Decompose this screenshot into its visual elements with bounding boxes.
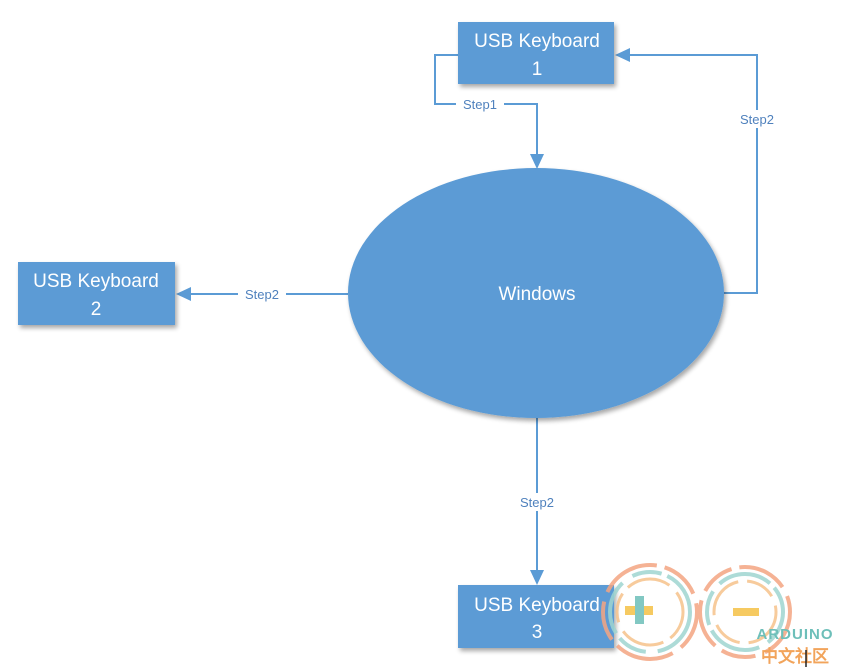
edge-kb1-to-windows: Step1 bbox=[434, 54, 544, 169]
node-usb-keyboard-1 bbox=[458, 22, 614, 84]
edge-windows-to-kb3-arrowhead bbox=[530, 570, 544, 585]
edge-label-step2-right: Step2 bbox=[740, 112, 774, 127]
edge-windows-to-kb3: Step2 bbox=[513, 418, 561, 585]
node-usb-keyboard-3-title: USB Keyboard bbox=[474, 595, 600, 616]
edge-windows-to-kb1-arrowhead bbox=[615, 48, 630, 62]
node-usb-keyboard-2 bbox=[18, 262, 175, 325]
node-usb-keyboard-2-title: USB Keyboard bbox=[33, 271, 159, 292]
edge-label-step2-left: Step2 bbox=[245, 287, 279, 302]
node-windows bbox=[348, 168, 724, 418]
node-usb-keyboard-1-number: 1 bbox=[532, 59, 543, 80]
node-usb-keyboard-2-number: 2 bbox=[91, 299, 102, 320]
edge-kb1-to-windows-arrowhead bbox=[530, 154, 544, 169]
edge-windows-to-kb2-arrowhead bbox=[176, 287, 191, 301]
edge-label-step1: Step1 bbox=[463, 97, 497, 112]
watermark-subtitle: 中文社区 bbox=[761, 646, 829, 666]
edge-kb1-to-windows-line bbox=[434, 54, 538, 156]
node-usb-keyboard-3 bbox=[458, 585, 614, 648]
edge-windows-to-kb1-line bbox=[628, 54, 758, 294]
edge-windows-to-kb1: Step2 bbox=[615, 48, 781, 294]
edge-label-step2-bottom: Step2 bbox=[520, 495, 554, 510]
arduino-watermark-logo bbox=[601, 563, 792, 661]
watermark-brand: ARDUINO bbox=[757, 626, 834, 643]
node-usb-keyboard-3-number: 3 bbox=[532, 622, 543, 643]
node-windows-label: Windows bbox=[498, 284, 575, 305]
node-usb-keyboard-1-title: USB Keyboard bbox=[474, 31, 600, 52]
edge-windows-to-kb2: Step2 bbox=[176, 285, 348, 303]
